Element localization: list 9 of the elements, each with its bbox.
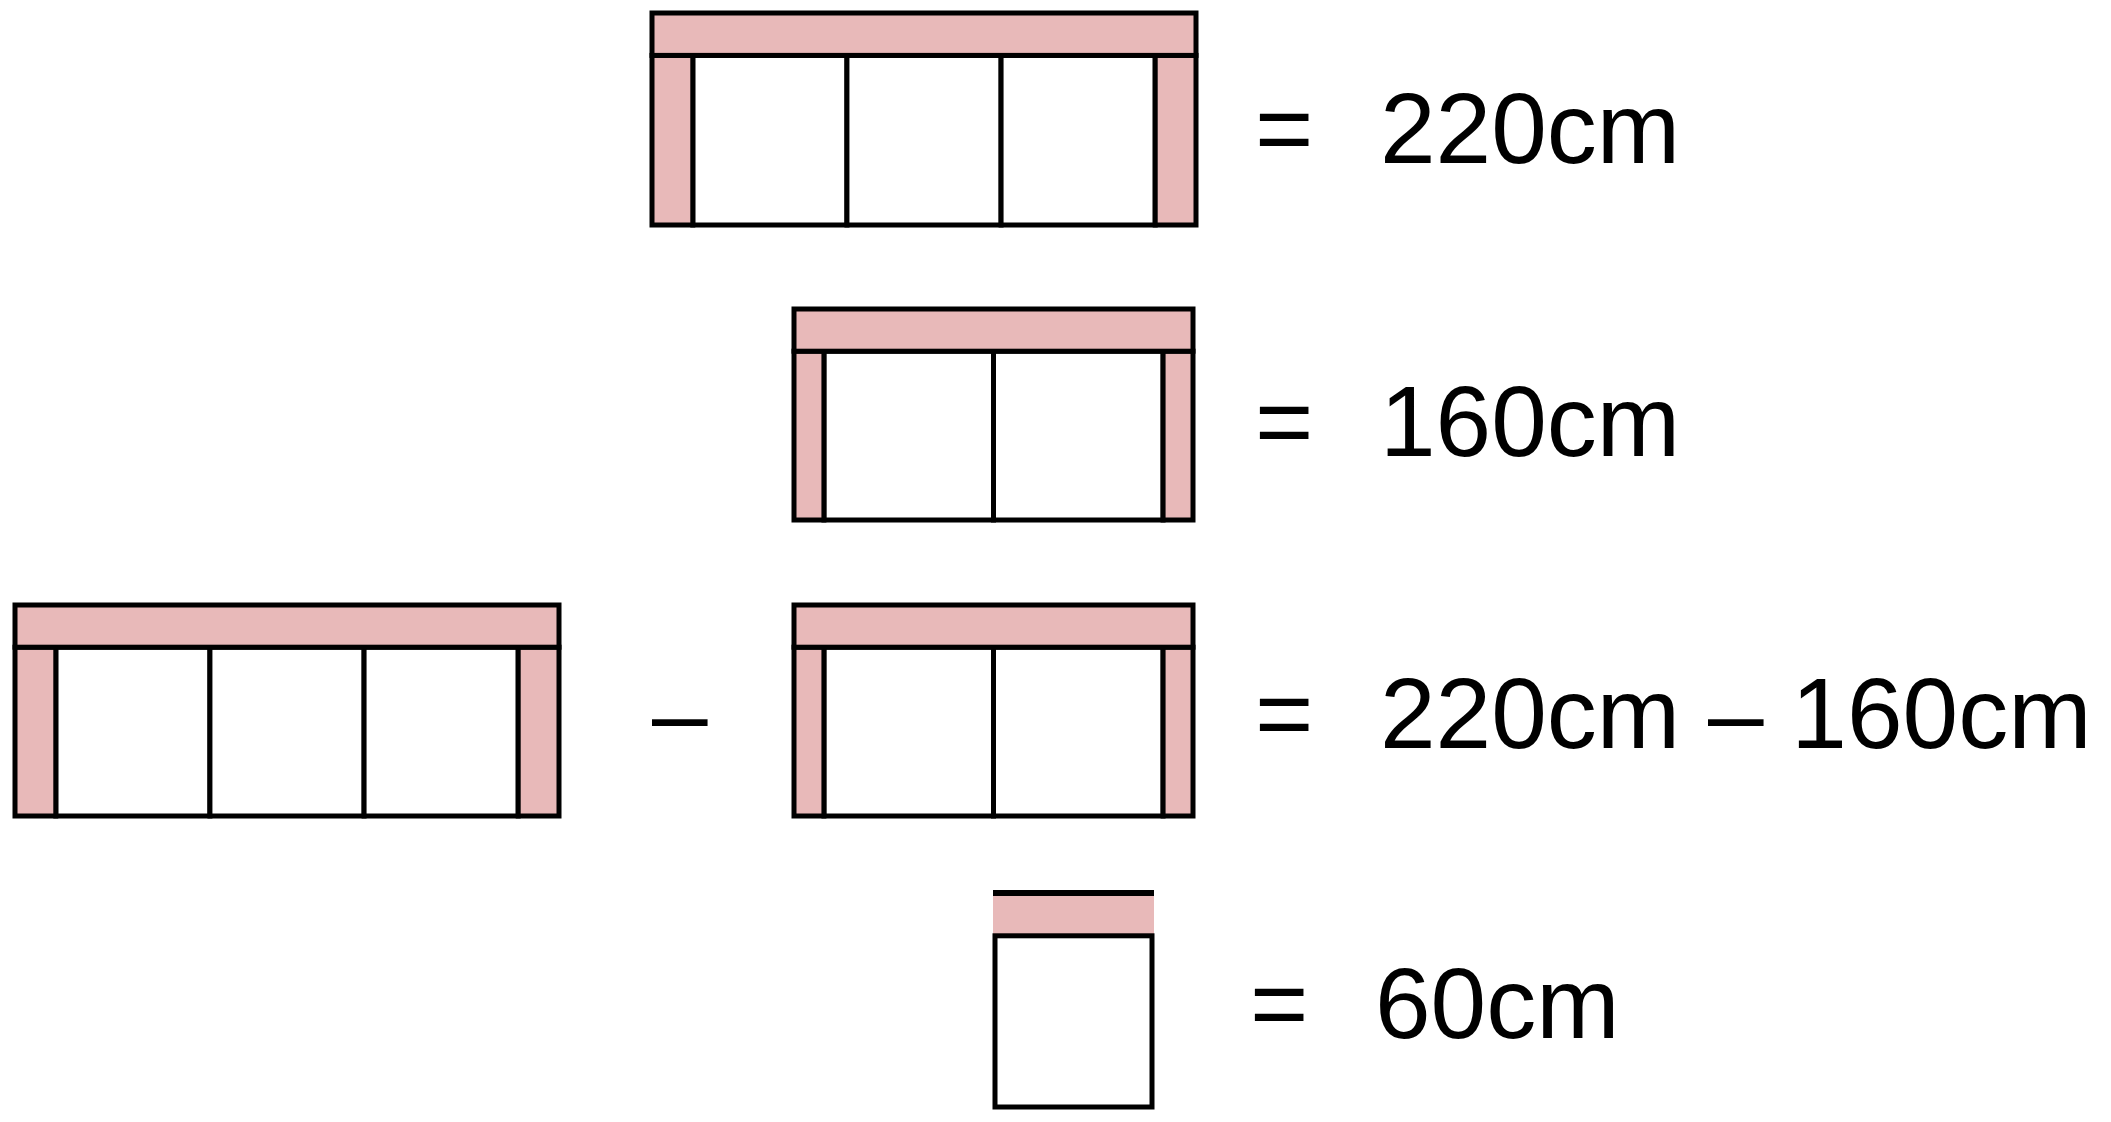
equals-sign: = (1250, 946, 1309, 1061)
minus-sign: – (652, 656, 708, 771)
length-value: 160cm (1380, 364, 1681, 479)
length-value: 220cm (1380, 71, 1681, 186)
equals-sign: = (1255, 71, 1314, 186)
equals-sign: = (1255, 364, 1314, 479)
subtraction-expression: 220cm – 160cm (1380, 656, 2092, 771)
equals-sign: = (1255, 656, 1314, 771)
length-value: 60cm (1375, 946, 1620, 1061)
